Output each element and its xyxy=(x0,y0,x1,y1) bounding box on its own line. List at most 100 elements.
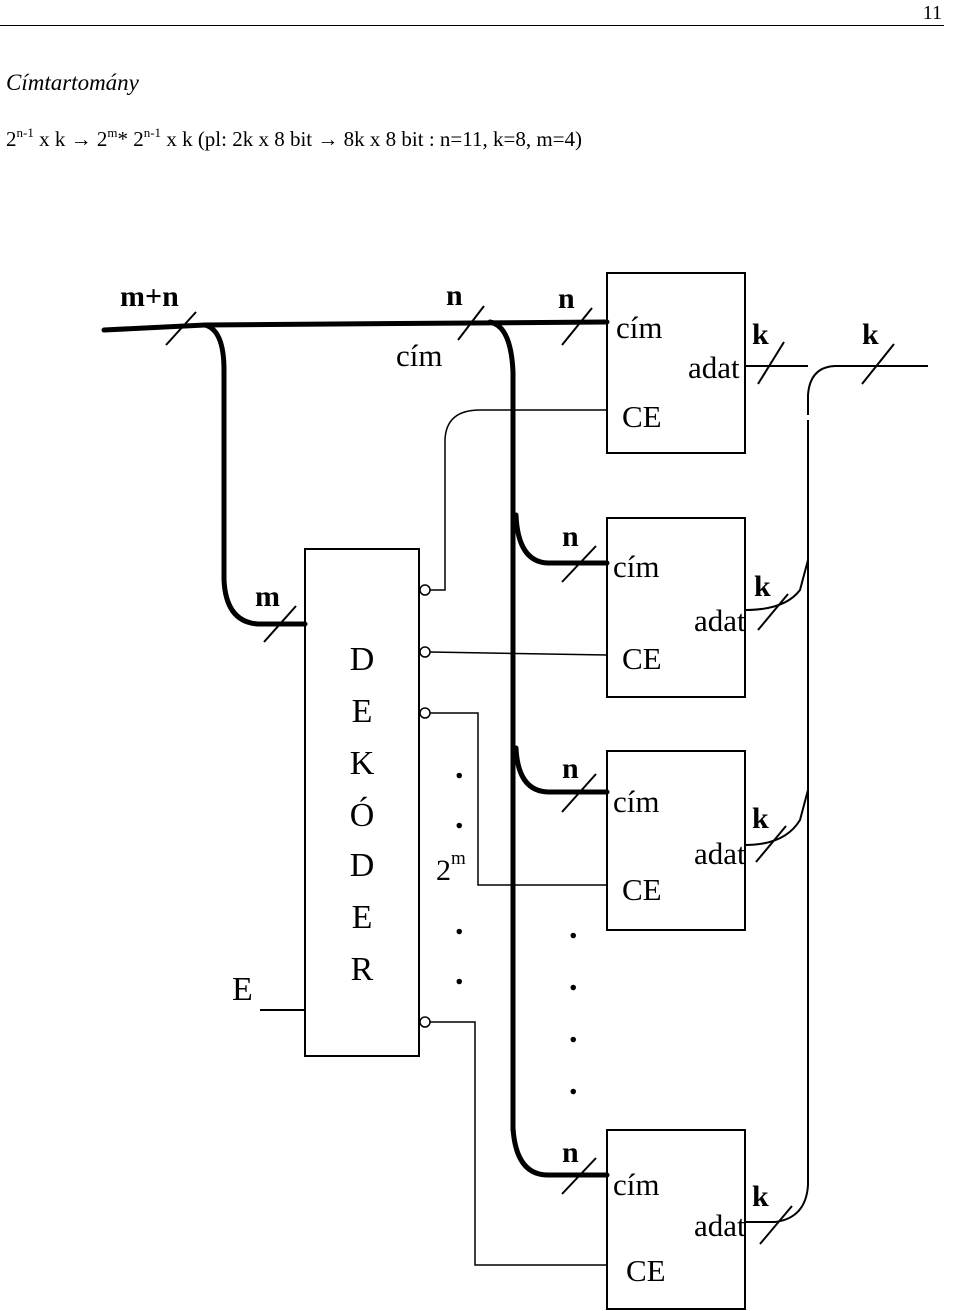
chip-data-label: adat xyxy=(688,350,740,385)
tick-n-chip2 xyxy=(561,545,597,583)
decoder-letter: E xyxy=(352,693,373,730)
ellipsis-dot: . xyxy=(455,799,464,836)
formula-b-exp: m xyxy=(107,125,118,140)
decoder-letter: K xyxy=(350,745,375,782)
arrow-icon: → xyxy=(317,127,339,151)
arrow-icon: → xyxy=(70,127,92,151)
chip-box xyxy=(606,272,746,454)
chip-addr-label: cím xyxy=(613,784,660,819)
label-k-chip3: k xyxy=(752,802,769,835)
decoder-letter: R xyxy=(351,951,374,988)
label-decoder-outputs: 2m xyxy=(436,848,466,887)
tick-m-decoder xyxy=(263,605,297,643)
decoder-letter: Ó xyxy=(350,796,375,834)
decoder-outputs xyxy=(419,409,608,1266)
formula-a-exp: n-1 xyxy=(16,125,34,140)
memory-chip-4: cím adat CE xyxy=(606,1129,746,1310)
page-number: 11 xyxy=(922,2,942,24)
ellipsis-dot: . xyxy=(569,1065,578,1102)
ellipsis-dot: . xyxy=(569,961,578,998)
ellipsis-dot: . xyxy=(569,1013,578,1050)
bus-branch-chips xyxy=(487,319,516,1133)
outputs-exp: m xyxy=(451,848,466,869)
chip-data-label: adat xyxy=(694,836,746,871)
inversion-bubble xyxy=(419,646,431,658)
memory-chip-1: cím adat CE xyxy=(606,272,746,454)
data-bus-vertical xyxy=(745,420,809,1223)
label-addr-bus: cím xyxy=(396,338,443,373)
memory-chip-2: cím adat CE xyxy=(606,517,746,698)
outputs-base: 2 xyxy=(436,854,451,887)
chip-enable-label: CE xyxy=(622,399,662,434)
chip-addr-label: cím xyxy=(613,1167,660,1202)
chip-data-label: adat xyxy=(694,1208,746,1243)
chip-data-label: adat xyxy=(694,603,746,638)
tick-k-chip1 xyxy=(757,341,785,385)
label-n-chip2: n xyxy=(562,520,579,553)
tick-n-chip4 xyxy=(561,1157,597,1195)
tick-mn xyxy=(165,311,197,346)
bus-width-ticks xyxy=(165,305,895,1245)
label-n-chip4: n xyxy=(562,1136,579,1169)
chip-enable-label: CE xyxy=(622,641,662,676)
decoder-box xyxy=(304,548,420,1057)
decoder: D E K Ó D E R xyxy=(260,548,420,1057)
decoder-out-2 xyxy=(430,712,607,886)
formula-a-tail: x k xyxy=(33,127,71,151)
header-rule xyxy=(0,25,944,26)
memory-chip-3: cím adat CE xyxy=(606,750,746,931)
tick-k-out xyxy=(861,343,895,385)
chip-box xyxy=(606,517,746,698)
chip-box xyxy=(606,750,746,931)
bus-labels: m+n n n m n n n k k k k k xyxy=(120,279,879,1213)
formula-b-mid: * 2 xyxy=(117,127,144,151)
label-k-chip2: k xyxy=(754,570,771,603)
label-k-chip1: k xyxy=(752,318,769,351)
tick-k-chip4 xyxy=(759,1205,793,1245)
label-m-plus-n: m+n xyxy=(120,280,179,313)
data-bus-out-chip3 xyxy=(744,789,809,846)
ellipsis-dot: . xyxy=(455,749,464,786)
label-n-chip3: n xyxy=(562,752,579,785)
inversion-bubble xyxy=(419,1016,431,1028)
formula-a-base: 2 xyxy=(6,127,17,151)
decoder-letter: E xyxy=(352,899,373,936)
bus-branch-chip4 xyxy=(510,1125,610,1178)
bus-branch-chip2 xyxy=(513,512,610,566)
chip-box xyxy=(606,1129,746,1310)
chip-addr-label: cím xyxy=(613,549,660,584)
label-n-top: n xyxy=(446,279,463,312)
formula-b-tail: x k (pl: 2k x 8 bit xyxy=(161,127,318,151)
bus-branch-decoder xyxy=(202,322,308,627)
formula-b-base: 2 xyxy=(91,127,108,151)
inversion-bubble xyxy=(419,584,431,596)
decoder-out-last xyxy=(430,1021,607,1266)
decoder-out-1 xyxy=(429,651,608,656)
bus-branch-chip3 xyxy=(513,745,610,795)
tick-k-chip3 xyxy=(755,825,787,863)
label-k-chip4: k xyxy=(752,1180,769,1213)
decoder-letter: D xyxy=(350,641,375,678)
chip-enable-label: CE xyxy=(626,1253,666,1288)
formula-b-exp2: n-1 xyxy=(143,125,162,140)
ellipsis-dot: . xyxy=(455,905,464,942)
tick-n-chip3 xyxy=(561,773,597,813)
decoder-out-0 xyxy=(430,409,607,591)
chip-addr-label: cím xyxy=(616,310,663,345)
ellipsis-dot: . xyxy=(455,955,464,992)
chip-enable-label: CE xyxy=(622,872,662,907)
address-range-formula: 2n-1 x k → 2m* 2n-1 x k (pl: 2k x 8 bit … xyxy=(6,125,582,152)
label-m-decoder: m xyxy=(255,580,280,613)
ellipsis-chips: . . . . xyxy=(569,909,578,1102)
tick-n-chip1 xyxy=(561,307,593,346)
data-bus xyxy=(744,365,928,1223)
address-bus xyxy=(101,319,610,1178)
section-title: Címtartomány xyxy=(6,70,139,95)
tick-n-top xyxy=(457,305,485,341)
label-enable: E xyxy=(232,971,253,1008)
data-bus-main xyxy=(807,365,928,415)
data-bus-out-chip2 xyxy=(744,559,809,611)
decoder-letter: D xyxy=(350,847,375,884)
ellipsis-dot: . xyxy=(569,909,578,946)
